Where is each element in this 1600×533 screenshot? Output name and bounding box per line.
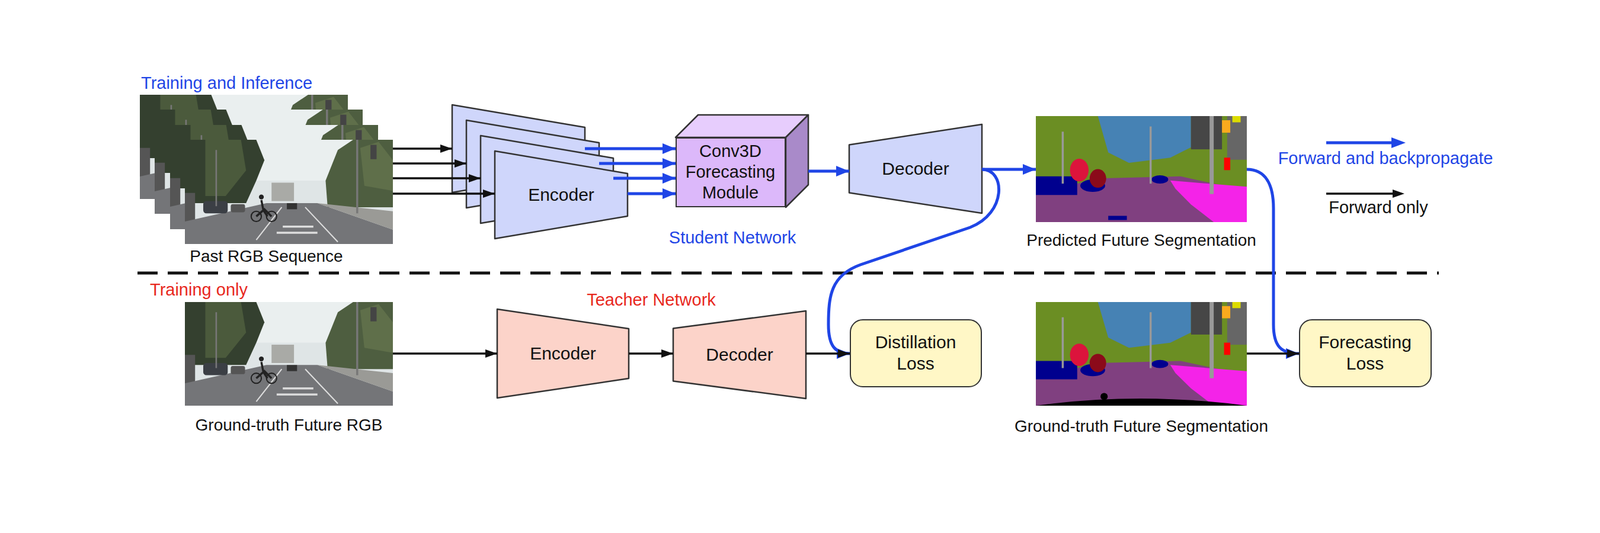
backprop-arrow: [613, 177, 676, 181]
encoder-stack: Encoder: [452, 104, 628, 239]
cube-extrusion: [675, 114, 809, 208]
decoder-trapezoid: Decoder: [849, 124, 982, 214]
encoder-layer: [494, 151, 628, 239]
image-panel: Predicted Future Segmentation: [1035, 116, 1247, 223]
rgb-frame: [184, 302, 393, 406]
node-label: Decoder: [881, 158, 949, 180]
forward-arrow: [805, 352, 850, 355]
text-area: Decoder: [849, 124, 982, 214]
section-label: Training and Inference: [141, 72, 313, 94]
backprop-arrow: [584, 147, 676, 151]
text-area: Encoder: [494, 151, 628, 239]
node-label: Distillation Loss: [854, 331, 977, 375]
segmentation-image: [1035, 116, 1247, 223]
image-caption: Predicted Future Segmentation: [858, 230, 1425, 251]
decoder-trapezoid: Decoder: [673, 311, 806, 399]
forward-arrow: [628, 352, 674, 355]
text-area: Decoder: [673, 311, 806, 399]
text-area: Distillation Loss: [850, 320, 981, 386]
forward-arrow: [1246, 352, 1299, 355]
forward-arrow: [392, 352, 498, 355]
backprop-arrow: [627, 192, 676, 196]
backprop-arrow: [981, 168, 1036, 172]
image-caption: Ground-truth Future Segmentation: [858, 416, 1425, 437]
section-label: Training only: [149, 279, 248, 301]
backprop-arrow: [599, 162, 676, 166]
encoder-trapezoid: Encoder: [497, 309, 629, 399]
text-area: Conv3D Forecasting Module: [676, 138, 784, 206]
legend-text: Forward and backpropagate: [1255, 148, 1516, 169]
forward-arrow: [392, 177, 481, 180]
node-label: Encoder: [529, 343, 597, 365]
image-caption: Ground-truth Future RGB: [7, 415, 571, 436]
section-label: Teacher Network: [473, 289, 830, 311]
stacked-trapezoids: [452, 104, 628, 239]
image-panel: Ground-truth Future Segmentation: [1035, 302, 1247, 406]
forward-arrow: [392, 162, 467, 165]
node-label: Encoder: [528, 184, 595, 206]
rgb-frame: [184, 139, 393, 245]
image-caption: Past RGB Sequence: [0, 246, 571, 267]
node-label: Conv3D Forecasting Module: [680, 141, 781, 203]
text-area: Encoder: [497, 309, 629, 399]
node-label: Forecasting Loss: [1303, 331, 1427, 375]
loss-box: Distillation Loss: [849, 319, 982, 388]
segmentation-image: [1035, 302, 1247, 406]
backprop-arrow: [828, 169, 1000, 354]
trapezoid-shape: [497, 309, 629, 399]
trapezoid-shape: [849, 124, 982, 214]
forward-arrow: [392, 192, 495, 195]
section-label: Student Network: [554, 227, 911, 249]
node-label: Decoder: [705, 344, 773, 366]
backprop-arrow: [1246, 169, 1299, 354]
forward-arrow: [392, 147, 453, 150]
text-area: Forecasting Loss: [1300, 320, 1430, 386]
forecasting-cube: Conv3D Forecasting Module: [675, 137, 786, 208]
image-stack: Past RGB Sequence: [139, 94, 393, 245]
trapezoid-shape: [673, 311, 806, 399]
backprop-arrow: [808, 170, 850, 174]
past-frames: [139, 94, 393, 245]
legend-text: Forward only: [1248, 197, 1509, 219]
image-panel: Ground-truth Future RGB: [184, 302, 393, 406]
divider-line: [137, 272, 1439, 275]
loss-box: Forecasting Loss: [1298, 319, 1432, 388]
